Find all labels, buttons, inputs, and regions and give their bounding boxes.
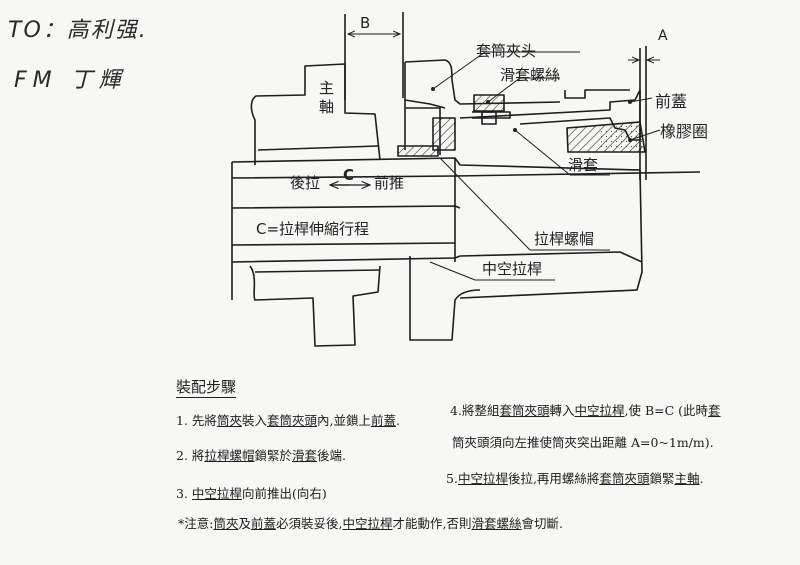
assembly-step-5: 5.中空拉桿後拉,再用螺絲將套筒夾頭鎖緊主軸. xyxy=(446,468,703,487)
step-text: 向前推出(向右) xyxy=(241,486,327,501)
step-text: 將 xyxy=(191,448,205,463)
step-term: 滑套 xyxy=(291,448,317,463)
handwritten-recipient: TO：高利强. xyxy=(8,18,148,43)
note-term: 筒夾 xyxy=(213,516,239,531)
note-term: 中空拉桿 xyxy=(342,516,393,531)
step-term: 套 xyxy=(708,403,721,418)
note-prefix: *注意: xyxy=(178,516,214,531)
step-text: . xyxy=(395,413,400,428)
step-term: 筒夾 xyxy=(216,413,242,428)
step-term: 套筒夾頭 xyxy=(499,403,550,418)
step-term: 中空拉桿 xyxy=(191,486,242,501)
assembly-caution-note: *注意:筒夾及前蓋必須裝妥後,中空拉桿才能動作,否則滑套螺絲會切斷. xyxy=(178,513,563,532)
step-term: 中空拉桿 xyxy=(457,471,508,486)
assembly-step-4: 4.將整組套筒夾頭轉入中空拉桿,使 B=C (此時套 xyxy=(450,400,721,419)
assembly-step-4-continued: 筒夾頭須向左推使筒夾突出距離 A=0~1m/m). xyxy=(452,432,714,451)
step-term: 拉桿螺帽 xyxy=(204,448,255,463)
note-text: 會切斷. xyxy=(521,516,563,531)
assembly-step-2: 2. 將拉桿螺帽鎖緊於滑套後端. xyxy=(176,445,346,464)
step-number: 1. xyxy=(176,413,188,428)
spindle-label: 主軸 xyxy=(317,80,335,118)
note-term: 前蓋 xyxy=(251,516,277,531)
pull-back-label: 後拉 xyxy=(290,174,321,192)
front-cap-label: 前蓋 xyxy=(655,92,688,111)
dimension-a-label: A xyxy=(658,28,668,44)
step-text: 內,並鎖上 xyxy=(316,413,371,428)
note-text: 及 xyxy=(238,516,251,531)
step-text: 後拉,再用螺絲將 xyxy=(507,471,600,486)
note-text: 必須裝妥後, xyxy=(276,516,343,531)
step-term: 套筒夾頭 xyxy=(266,413,317,428)
dimension-b-label: B xyxy=(360,14,371,32)
step-term: 中空拉桿 xyxy=(574,403,625,418)
step-text: 鎖緊 xyxy=(649,471,675,486)
step-text: . xyxy=(699,471,704,486)
dimension-c-label: C xyxy=(343,166,355,184)
assembly-steps-title: 裝配步驟 xyxy=(176,378,237,398)
step-number: 2. xyxy=(176,448,188,463)
assembly-step-3: 3. 中空拉桿向前推出(向右) xyxy=(176,483,327,502)
push-forward-label: 前推 xyxy=(374,174,405,192)
step-text: 將整組 xyxy=(461,403,500,418)
stroke-note-label: C=拉桿伸縮行程 xyxy=(256,220,370,238)
sleeve-thread-label: 滑套螺絲 xyxy=(500,66,561,84)
step-text: 轉入 xyxy=(549,403,575,418)
step-number: 3. xyxy=(176,486,188,501)
step-text: 後端. xyxy=(316,448,346,463)
step-term: 套筒夾頭 xyxy=(599,471,650,486)
step-text: 鎖緊於 xyxy=(254,448,292,463)
step-text: 先將 xyxy=(191,413,217,428)
step-number: 5. xyxy=(446,471,458,486)
rod-nut-label: 拉桿螺帽 xyxy=(534,230,595,248)
step-text: ,使 B=C (此時 xyxy=(624,403,709,418)
sleeve-label: 滑套 xyxy=(568,156,599,174)
handwritten-sender: FM 丁輝 xyxy=(14,68,127,93)
rubber-ring-label: 橡膠圈 xyxy=(660,122,709,141)
step-term: 主軸 xyxy=(674,471,700,486)
note-term: 滑套螺絲 xyxy=(471,516,522,531)
step-text: 筒夾頭須向左推使筒夾突出距離 A=0~1m/m). xyxy=(452,435,714,450)
hollow-rod-label: 中空拉桿 xyxy=(482,260,543,278)
step-text: 裝入 xyxy=(241,413,267,428)
note-text: 才能動作,否則 xyxy=(392,516,472,531)
step-term: 前蓋 xyxy=(370,413,396,428)
collet-head-label: 套筒夾头 xyxy=(476,42,537,60)
assembly-step-1: 1. 先將筒夾裝入套筒夾頭內,並鎖上前蓋. xyxy=(176,410,400,429)
step-number: 4. xyxy=(450,403,462,418)
